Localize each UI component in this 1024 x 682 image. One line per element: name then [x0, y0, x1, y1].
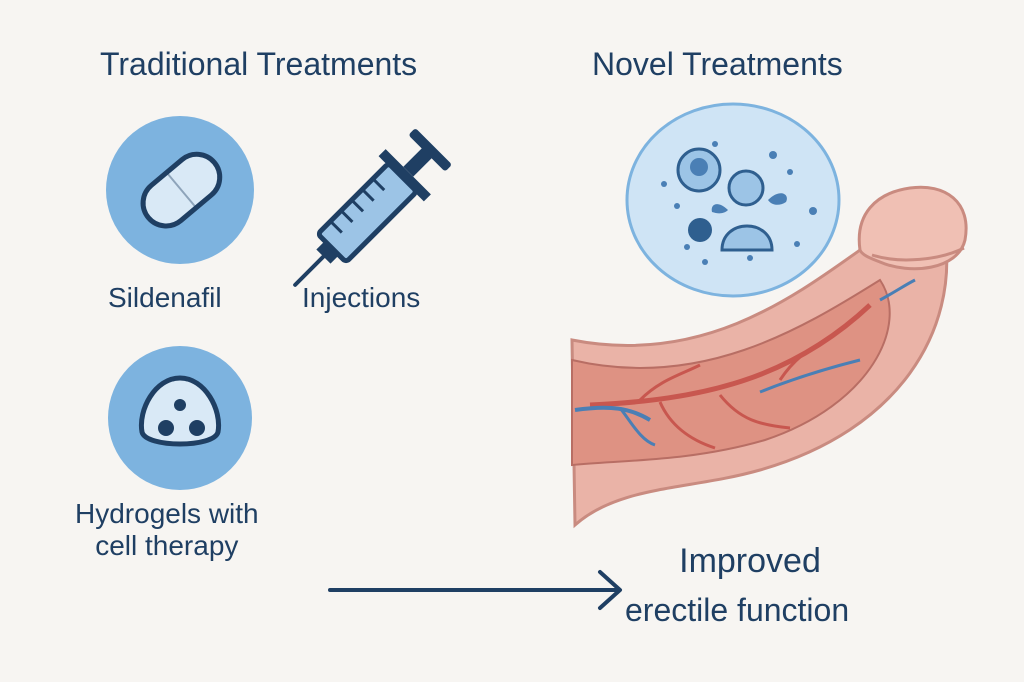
stem-cell-icon — [625, 102, 841, 298]
label-hydrogels-cell-therapy: Hydrogels with cell therapy — [75, 498, 259, 562]
outcome-improved: Improved — [679, 542, 821, 580]
arrow-icon — [328, 570, 622, 610]
pill-icon — [106, 116, 254, 264]
heading-traditional-treatments: Traditional Treatments — [100, 46, 418, 82]
label-hydrogels-line2: cell therapy — [95, 530, 239, 562]
heading-novel-treatments: Novel Treatments — [592, 46, 843, 82]
label-sildenafil: Sildenafil — [108, 282, 222, 313]
outcome-erectile-function: erectile function — [625, 592, 850, 628]
penile-tissue-illustration — [570, 185, 968, 529]
label-hydrogels-line1: Hydrogels with — [75, 498, 259, 529]
hydrogel-icon — [108, 346, 252, 490]
label-injections: Injections — [302, 282, 421, 313]
syringe-icon — [293, 129, 451, 287]
